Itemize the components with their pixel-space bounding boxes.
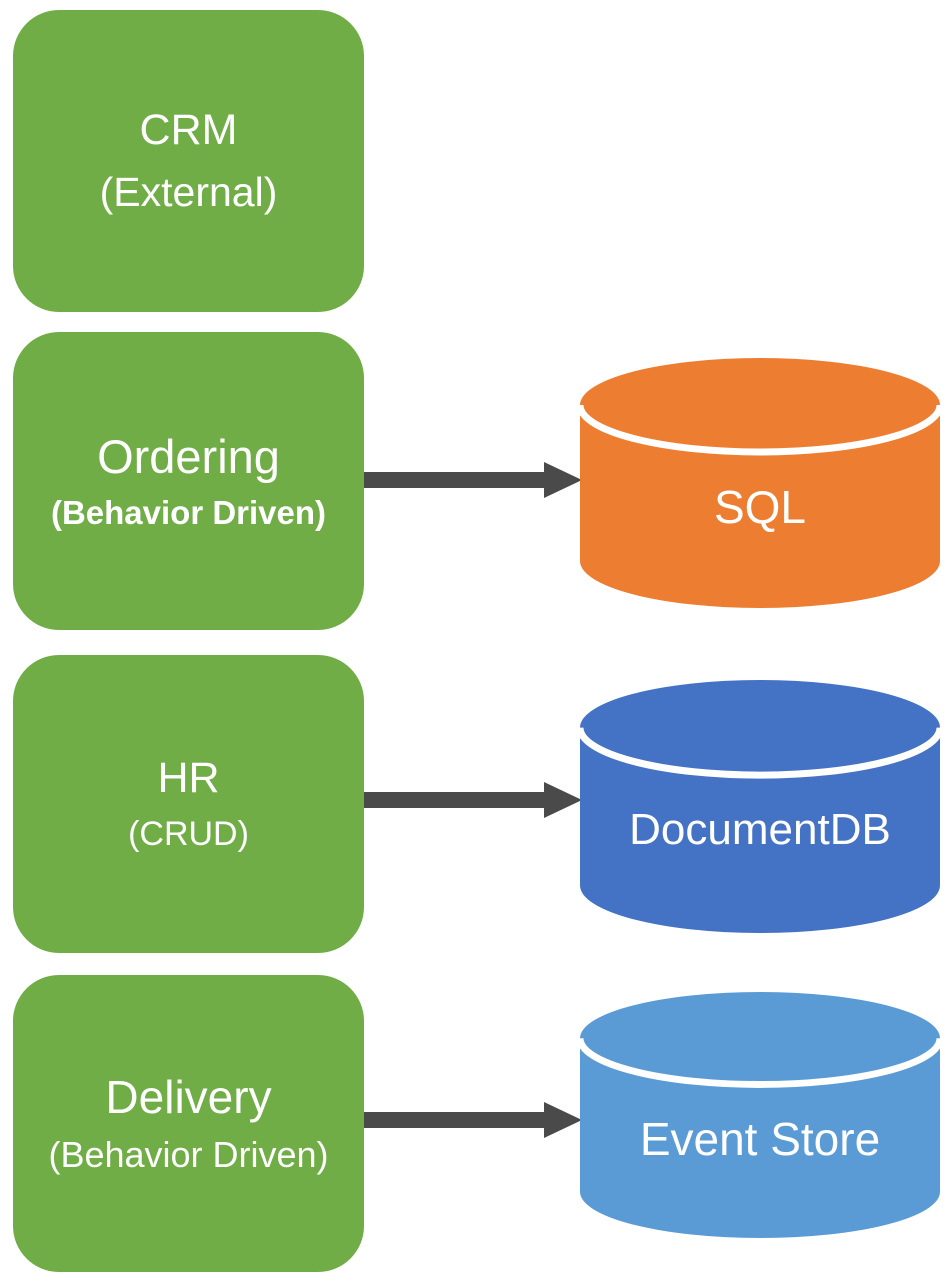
service-name: CRM — [139, 105, 238, 154]
datastore-label: Event Store — [639, 1112, 881, 1165]
service-qualifier: (CRUD) — [128, 815, 249, 854]
datastore-label: SQL — [713, 480, 807, 533]
datastore-label: DocumentDB — [629, 805, 891, 854]
cylinder-seam — [580, 727, 940, 779]
arrow-hr-to-documentdb — [364, 782, 582, 818]
service-qualifier: (Behavior Driven) — [50, 494, 327, 532]
arrow-ordering-to-sql — [364, 462, 582, 498]
cylinder-seam — [580, 1037, 940, 1088]
datastore-sql: SQL — [580, 358, 940, 608]
service-qualifier: (External) — [99, 169, 278, 216]
arrow-icon — [364, 782, 582, 818]
service-name: Ordering — [97, 430, 280, 483]
database-cylinder-icon — [580, 992, 940, 1238]
arrow-icon — [364, 1102, 582, 1138]
datastore-eventstore: Event Store — [580, 992, 940, 1238]
cylinder-body — [580, 992, 940, 1238]
cylinder-body — [580, 680, 940, 933]
datastore-documentdb: DocumentDB — [580, 680, 940, 933]
arrow-icon — [364, 462, 582, 498]
service-name: HR — [157, 753, 220, 802]
service-box-ordering: Ordering (Behavior Driven) — [13, 332, 364, 630]
service-qualifier: (Behavior Driven) — [48, 1134, 329, 1176]
database-cylinder-icon — [580, 358, 940, 608]
cylinder-seam — [580, 404, 940, 456]
service-box-delivery: Delivery (Behavior Driven) — [13, 975, 364, 1272]
cylinder-body — [580, 358, 940, 608]
database-cylinder-icon — [580, 680, 940, 933]
service-name: Delivery — [105, 1071, 272, 1124]
service-box-crm: CRM (External) — [13, 10, 364, 312]
arrow-delivery-to-eventstore — [364, 1102, 582, 1138]
service-box-hr: HR (CRUD) — [13, 655, 364, 953]
